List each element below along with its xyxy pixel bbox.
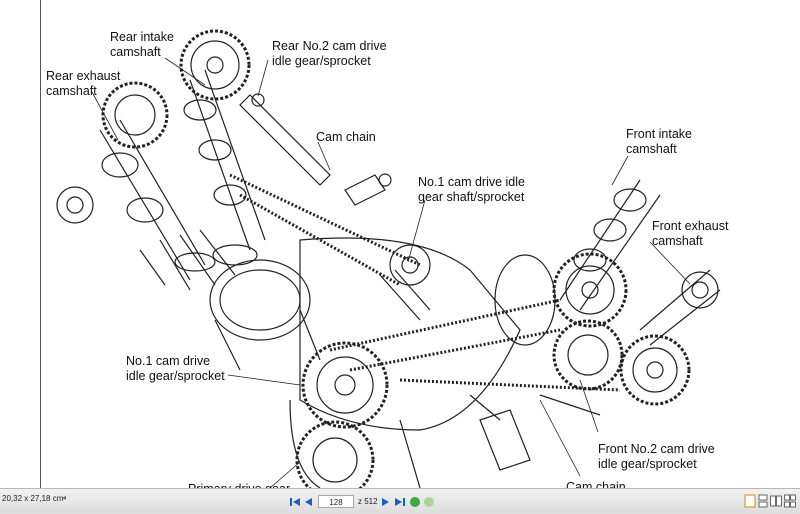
primary-drive-gear (295, 420, 375, 488)
label-primary-drive-gear: Primary drive gear (188, 482, 290, 488)
page-total: z 512 (358, 497, 378, 506)
facing-pages-icon[interactable] (784, 494, 796, 508)
rear-cam-chain (229, 173, 421, 287)
page-size-toggle-icon[interactable]: ◂ (62, 493, 67, 502)
front-intake-camshaft (559, 179, 661, 311)
front-no2-idle-gear (552, 319, 624, 391)
first-page-icon[interactable] (289, 496, 301, 508)
last-page-icon[interactable] (394, 496, 406, 508)
next-page-icon[interactable] (380, 496, 392, 508)
crankcase (299, 237, 521, 431)
two-page-icon[interactable] (770, 494, 782, 508)
label-no1-idle-gear-shaft: No.1 cam drive idle gear shaft/sprocket (418, 175, 525, 204)
go-back-icon[interactable] (424, 497, 434, 507)
front-intake-sprocket (552, 252, 628, 328)
label-rear-exhaust-camshaft: Rear exhaust camshaft (46, 69, 121, 98)
go-forward-icon[interactable] (410, 497, 420, 507)
label-front-intake-camshaft: Front intake camshaft (626, 127, 693, 156)
prev-page-icon[interactable] (302, 496, 314, 508)
label-cam-chain-bottom: Cam chain (566, 480, 626, 488)
label-front-no2-idle-gear: Front No.2 cam drive idle gear/sprocket (598, 442, 715, 471)
label-cam-chain-top: Cam chain (316, 130, 376, 144)
label-rear-intake-camshaft: Rear intake camshaft (110, 30, 174, 59)
label-rear-no2-idle-gear: Rear No.2 cam drive idle gear/sprocket (272, 39, 387, 68)
document-viewer: Rear intake camshaft Rear No.2 cam drive… (40, 0, 729, 488)
engine-diagram (56, 29, 721, 488)
front-exhaust-sprocket (619, 334, 691, 406)
page-size-readout: 20,32 x 27,18 cm (2, 494, 64, 503)
rear-no2-idle-gear (239, 94, 331, 186)
no1-idle-gear (301, 341, 389, 429)
single-page-icon[interactable] (744, 494, 756, 508)
front-cam-chain (329, 298, 621, 392)
continuous-page-icon[interactable] (757, 494, 769, 508)
front-exhaust-camshaft (639, 269, 721, 346)
page-number-input[interactable]: 128 (318, 495, 354, 508)
label-front-exhaust-camshaft: Front exhaust camshaft (652, 219, 729, 248)
page-edge (40, 0, 41, 488)
rear-intake-camshaft (179, 29, 266, 251)
rear-exhaust-camshaft (56, 81, 206, 281)
status-bar: 20,32 x 27,18 cm ◂ 128 z 512 (0, 488, 800, 514)
rear-piston (209, 259, 311, 341)
label-no1-idle-gear: No.1 cam drive idle gear/sprocket (126, 354, 225, 383)
